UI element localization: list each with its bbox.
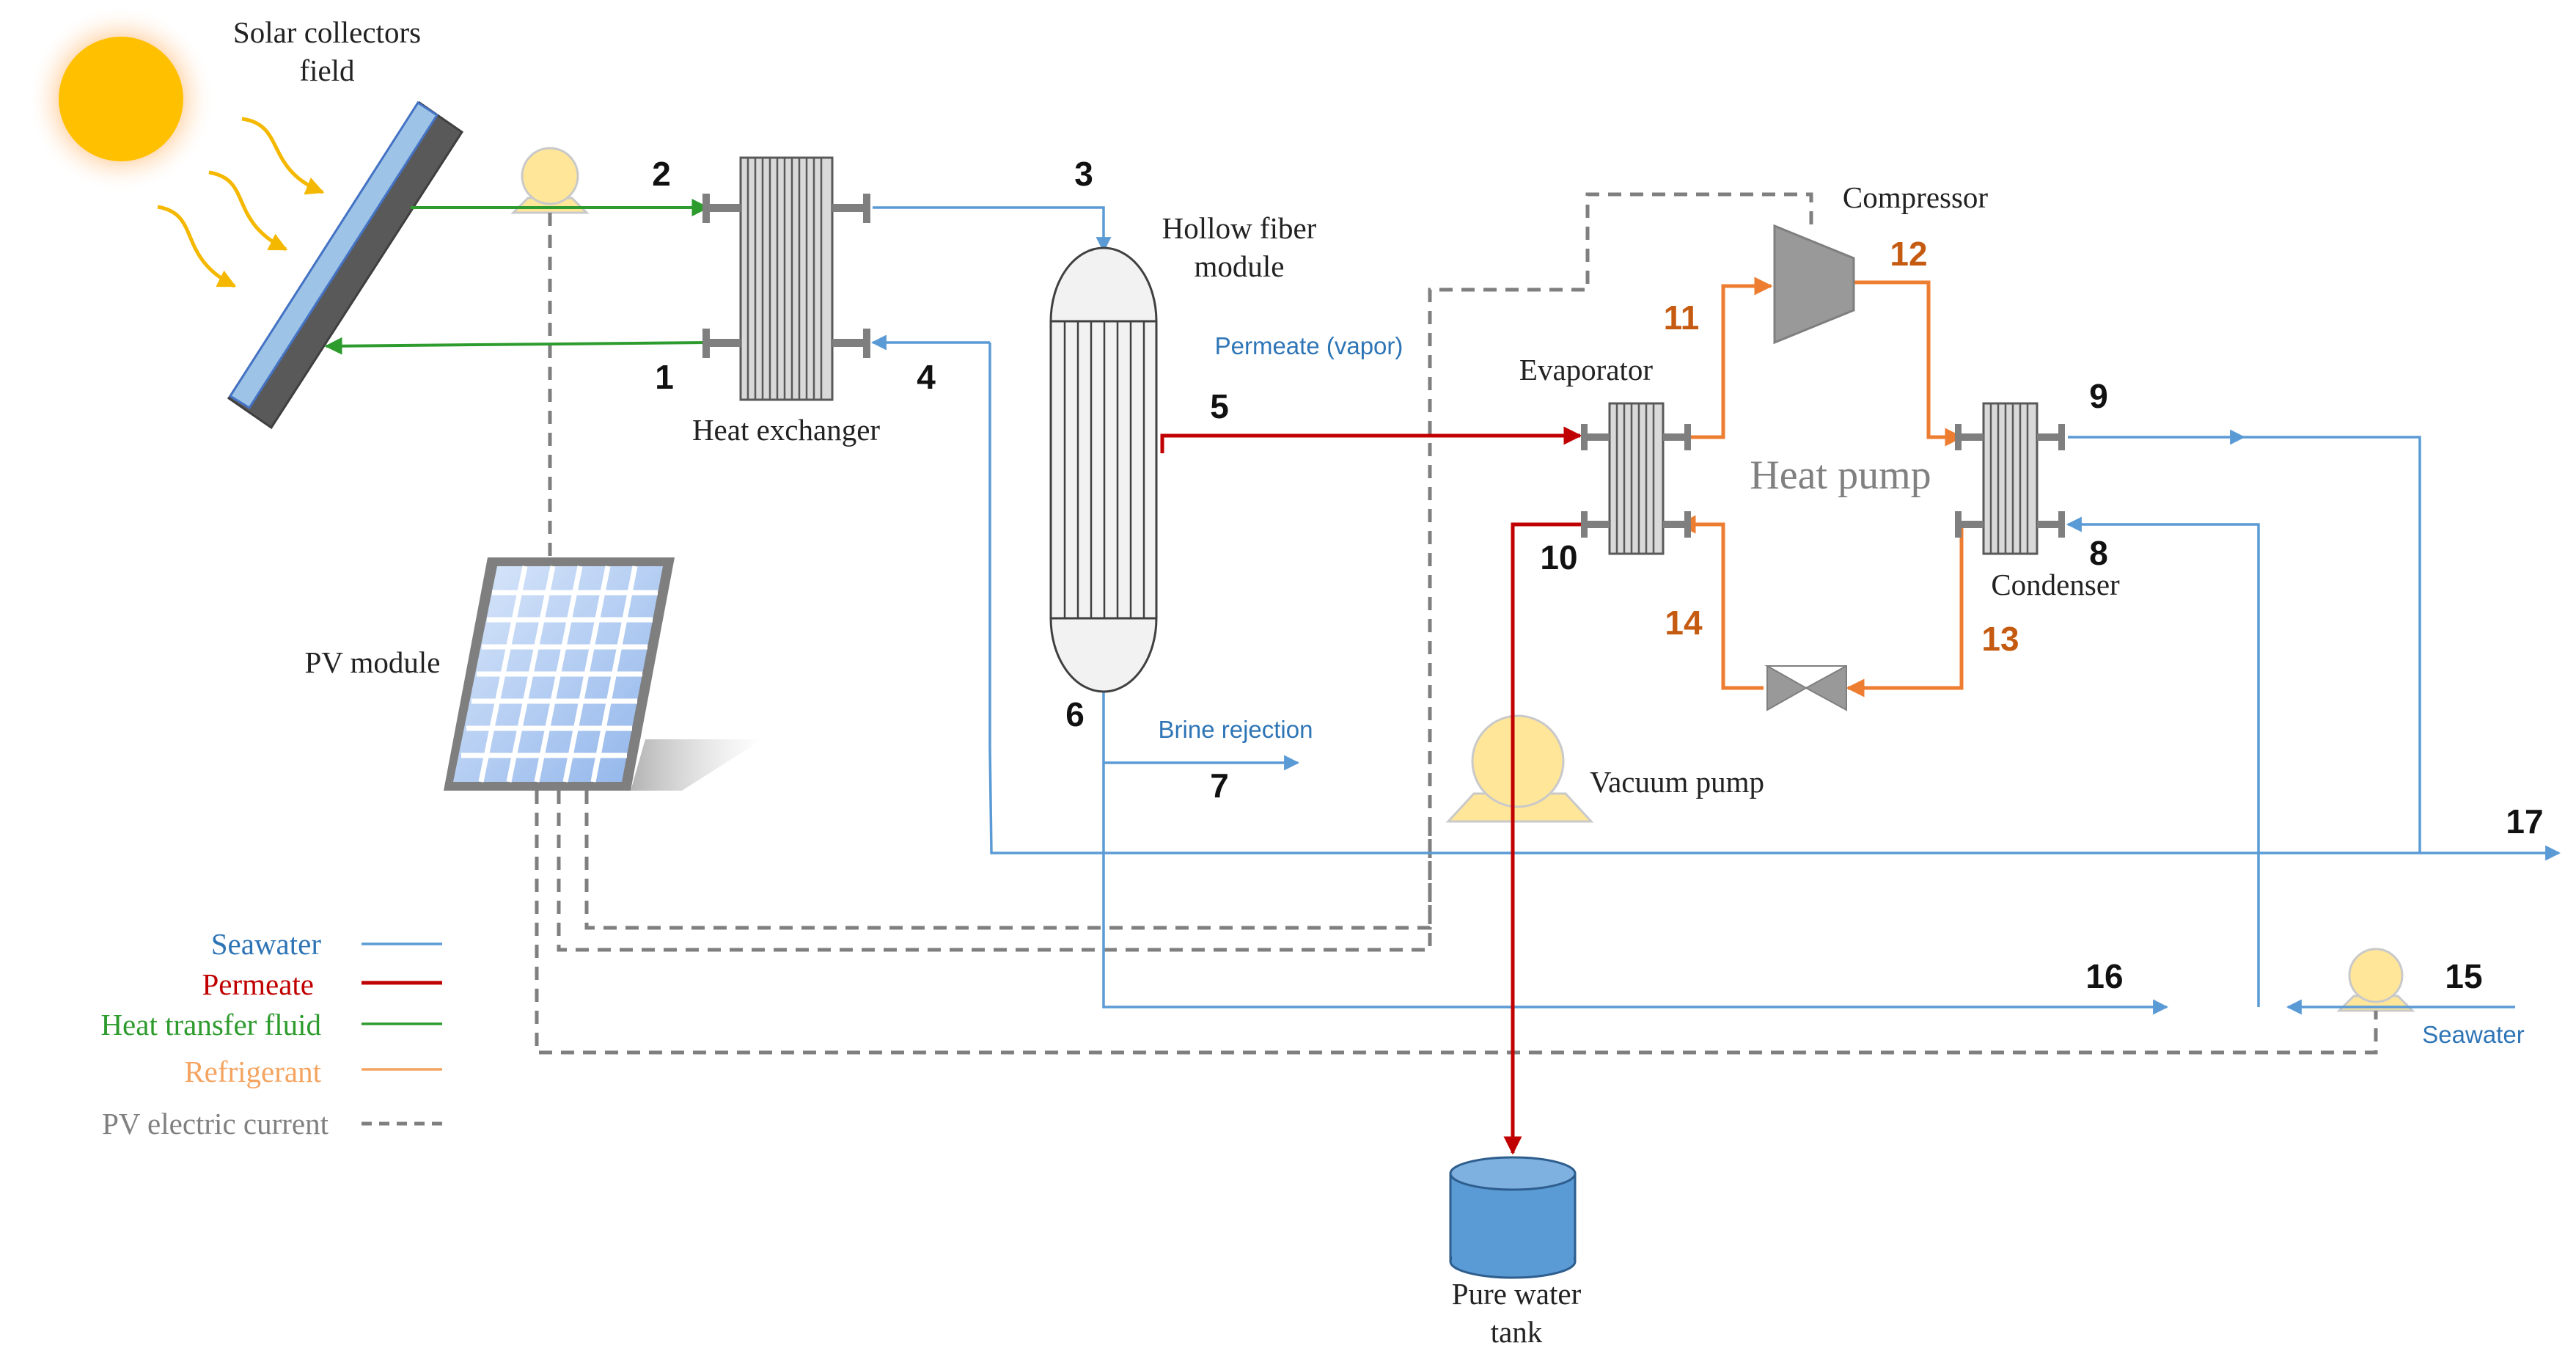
seawater-inlet-label: Seawater xyxy=(2422,1021,2524,1048)
vacuum-pump-icon xyxy=(1445,714,1594,823)
stream-number-15: 15 xyxy=(2445,957,2482,995)
stream-number-10: 10 xyxy=(1540,538,1577,576)
legend-heat-transfer-fluid: Heat transfer fluid xyxy=(100,1008,321,1041)
stream-number-7: 7 xyxy=(1210,766,1229,805)
htf-lines xyxy=(324,199,710,355)
stream-number-17: 17 xyxy=(2506,802,2543,841)
expansion-valve-icon xyxy=(1764,665,1847,711)
evaporator-icon xyxy=(1581,402,1691,555)
pv-module-label: PV module xyxy=(305,645,441,679)
legend-swatches xyxy=(362,942,442,1126)
stream-number-3: 3 xyxy=(1074,155,1093,193)
htf-pump-icon xyxy=(510,147,590,214)
pure-water-label-line2: tank xyxy=(1491,1315,1543,1349)
legend-refrigerant: Refrigerant xyxy=(184,1055,321,1088)
vacuum-pump-label: Vacuum pump xyxy=(1590,765,1764,799)
pure-water-label-line1: Pure water xyxy=(1452,1277,1582,1311)
stream-number-12: 12 xyxy=(1890,235,1927,273)
stream-number-2: 2 xyxy=(652,155,671,193)
stream-number-14: 14 xyxy=(1665,604,1703,642)
stream-number-9: 9 xyxy=(2089,377,2108,415)
solar-field-label-line2: field xyxy=(299,54,354,87)
permeate-lines xyxy=(1160,426,1584,1155)
brine-rejection-label: Brine rejection xyxy=(1159,716,1313,743)
solar-field-label-line1: Solar collectors xyxy=(233,15,421,49)
stream-number-1: 1 xyxy=(655,358,674,396)
permeate-vapor-label: Permeate (vapor) xyxy=(1215,332,1403,359)
legend-pv-electric-current: PV electric current xyxy=(102,1107,329,1141)
solar-collector xyxy=(227,100,464,430)
heat-pump-label: Heat pump xyxy=(1750,453,1931,498)
legend-seawater: Seawater xyxy=(211,927,322,961)
seawater-pump-icon xyxy=(2336,948,2415,1012)
stream-number-16: 16 xyxy=(2085,957,2123,995)
stream-number-11: 11 xyxy=(1664,299,1700,337)
refrigerant-lines xyxy=(1677,277,1964,698)
hollow-fiber-label-line1: Hollow fiber xyxy=(1162,211,1317,245)
pv-module xyxy=(444,557,763,791)
seawater-lines xyxy=(870,206,2561,1015)
hollow-fiber-module-icon xyxy=(1049,246,1158,693)
pv-electric-lines xyxy=(535,192,2378,1055)
legend-permeate: Permeate xyxy=(202,967,314,1001)
compressor-icon xyxy=(1773,224,1855,345)
pure-water-tank-icon xyxy=(1449,1156,1577,1279)
stream-number-4: 4 xyxy=(917,358,936,396)
evaporator-label: Evaporator xyxy=(1519,353,1653,387)
condenser-icon xyxy=(1955,402,2065,555)
stream-number-13: 13 xyxy=(1981,620,2019,658)
stream-number-6: 6 xyxy=(1065,695,1085,733)
sun-icon xyxy=(27,5,215,193)
sun-rays xyxy=(157,117,325,288)
heat-exchanger-label: Heat exchanger xyxy=(692,413,880,447)
stream-number-5: 5 xyxy=(1210,387,1229,425)
heat-exchanger-icon xyxy=(702,156,870,401)
condenser-label: Condenser xyxy=(1991,568,2120,601)
hollow-fiber-label-line2: module xyxy=(1195,249,1285,283)
stream-number-8: 8 xyxy=(2089,534,2108,572)
compressor-label: Compressor xyxy=(1843,180,1989,214)
